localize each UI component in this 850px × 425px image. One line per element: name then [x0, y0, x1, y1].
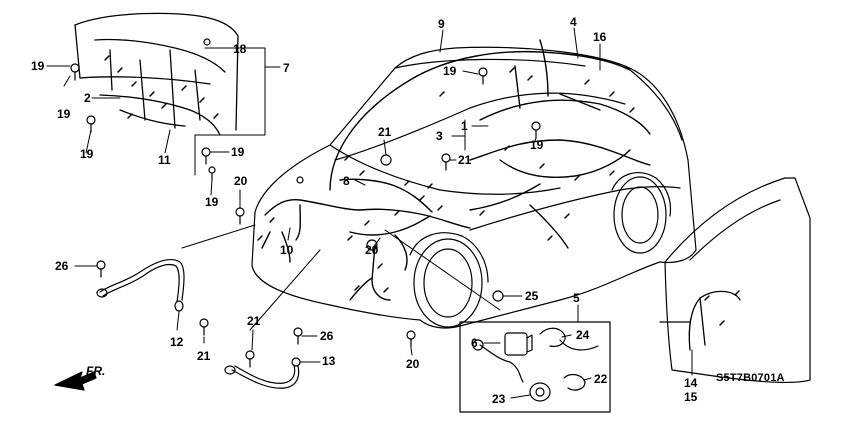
callout-24: 24	[576, 328, 590, 342]
callout-11: 11	[158, 153, 171, 167]
callout-20-engine-mid: 20	[365, 243, 379, 257]
callout-4: 4	[570, 15, 577, 29]
dashboard-harness	[74, 12, 239, 136]
callout-2: 2	[84, 91, 91, 105]
callout-15: 15	[684, 390, 698, 404]
leader-lines	[46, 27, 693, 399]
bolt-parts	[70, 38, 541, 368]
callout-20-engine-left: 20	[234, 174, 248, 188]
drawing-code: S5T7B0701A	[716, 372, 785, 384]
callout-21-floor-left: 21	[378, 125, 392, 139]
callout-12: 12	[170, 335, 184, 349]
callout-19-roof: 19	[443, 64, 457, 78]
car-body-outline	[251, 46, 697, 329]
callout-19-dash-lower: 19	[57, 107, 71, 121]
front-marker-label: FR.	[86, 364, 106, 378]
callout-22: 22	[594, 372, 608, 386]
ground-cable	[224, 357, 301, 389]
callout-19-dash-bolt: 19	[80, 147, 94, 161]
callout-26-battery: 26	[55, 259, 69, 273]
callout-7: 7	[283, 61, 290, 75]
callout-13: 13	[322, 354, 336, 368]
callout-19-floor: 19	[530, 138, 544, 152]
callout-21-floor-right: 21	[458, 153, 472, 167]
callout-19-dash-left: 19	[31, 59, 45, 73]
callout-6: 6	[471, 336, 478, 350]
front-direction-arrow	[54, 371, 97, 391]
door-panel	[664, 177, 811, 384]
battery-cable	[96, 259, 185, 312]
callout-23: 23	[492, 392, 506, 406]
callout-25: 25	[525, 289, 539, 303]
callout-5: 5	[573, 291, 580, 305]
engine-harness	[261, 178, 471, 301]
callout-18: 18	[233, 42, 247, 56]
callout-14: 14	[684, 376, 698, 390]
callout-21-battery: 21	[197, 349, 211, 363]
callout-1: 1	[461, 119, 468, 133]
door-harness	[659, 290, 741, 351]
callout-10: 10	[280, 243, 294, 257]
floor-harness	[329, 39, 651, 249]
detail-box	[459, 321, 611, 413]
callout-26-ground: 26	[320, 329, 334, 343]
callout-9: 9	[438, 17, 445, 31]
connector-ticks	[104, 55, 740, 326]
callout-19-dash-bottom: 19	[205, 195, 219, 209]
callout-8: 8	[343, 174, 350, 188]
callout-20-engine-bottom: 20	[406, 357, 420, 371]
detail-parts	[472, 327, 599, 402]
callout-3: 3	[436, 129, 443, 143]
callout-16: 16	[593, 30, 607, 44]
front-wheel	[409, 232, 489, 328]
callout-19-dash-right: 19	[231, 145, 245, 159]
callout-21-ground: 21	[247, 314, 261, 328]
rear-wheel	[611, 172, 672, 254]
